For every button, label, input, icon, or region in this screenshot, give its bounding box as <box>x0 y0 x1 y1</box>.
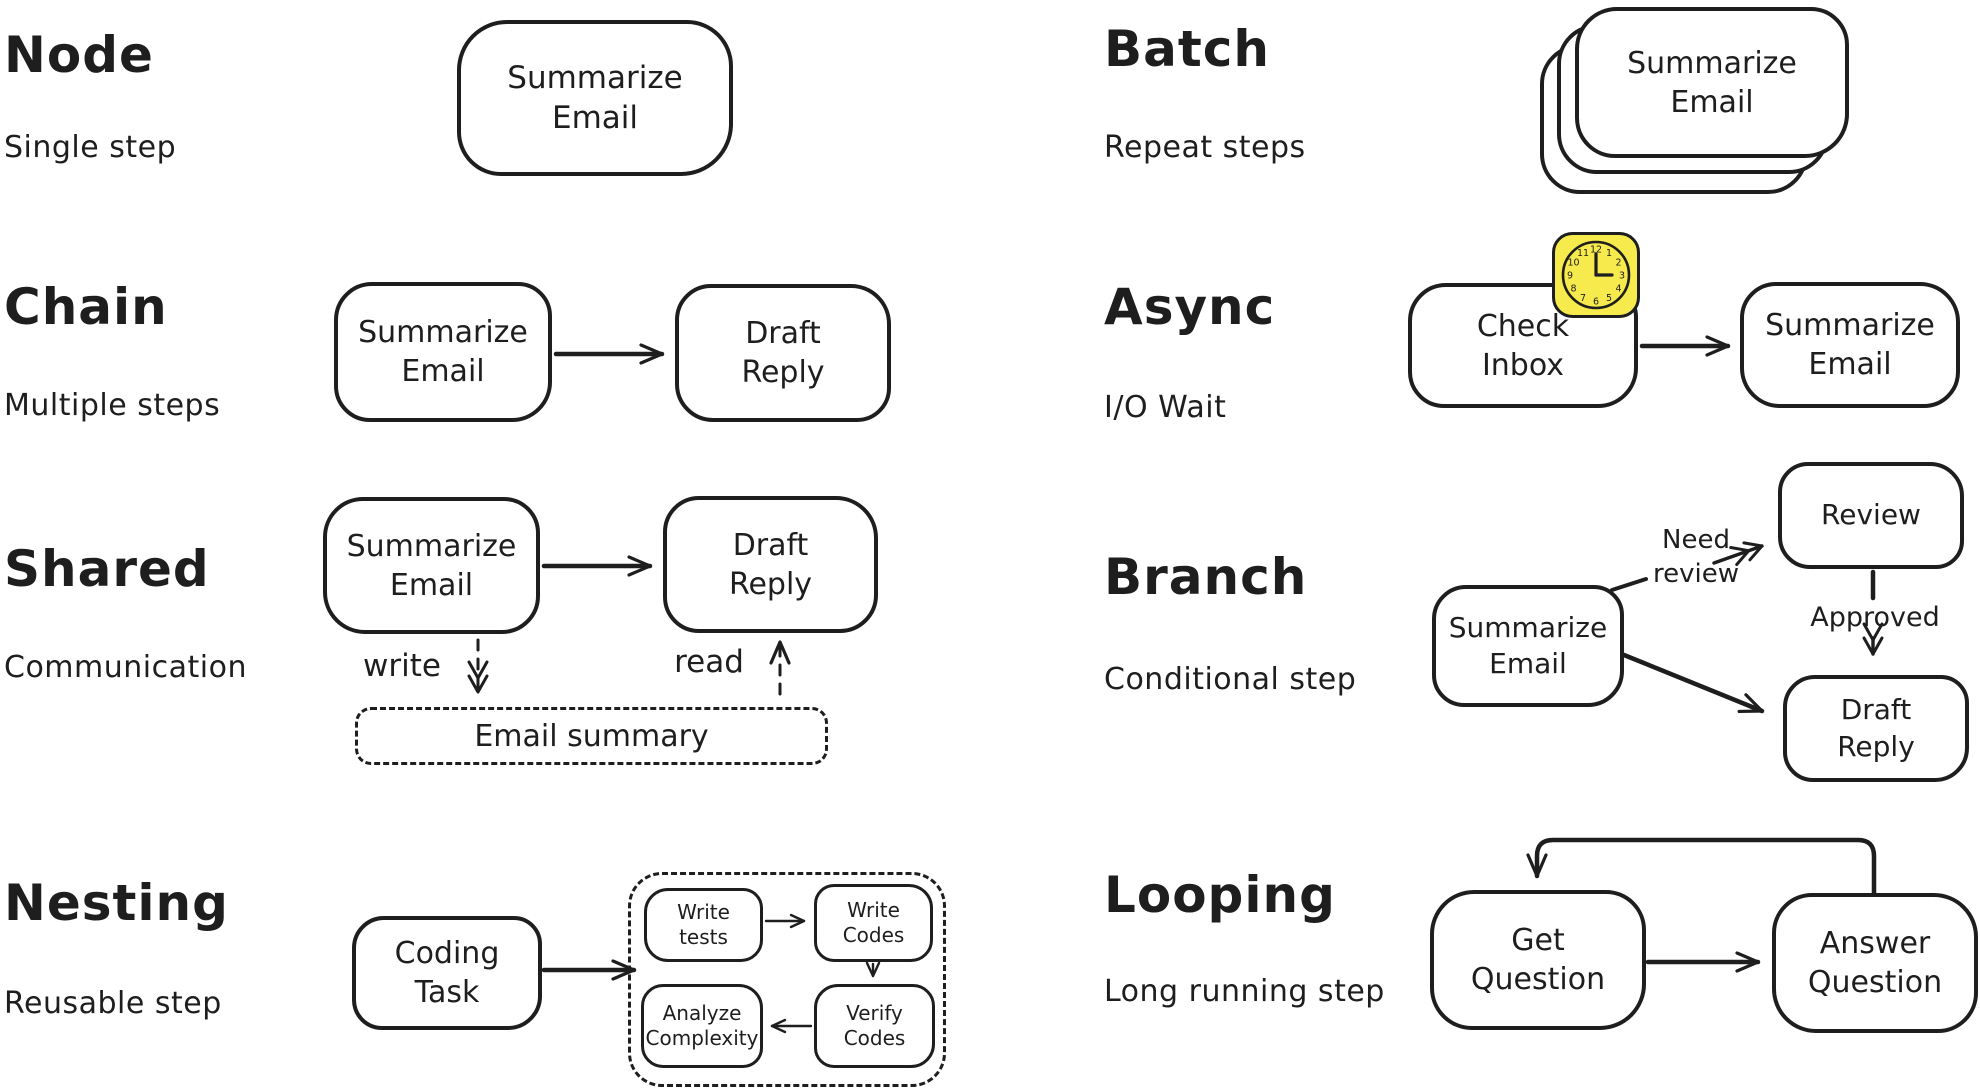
svg-text:12: 12 <box>1590 245 1602 256</box>
svg-text:7: 7 <box>1580 293 1586 304</box>
clock-numbers: 12 1 2 3 4 5 6 7 8 9 10 11 <box>1567 245 1625 308</box>
svg-text:1: 1 <box>1606 248 1612 259</box>
node-subtitle: Single step <box>4 130 177 165</box>
svg-text:10: 10 <box>1567 258 1579 269</box>
looping-subtitle: Long running step <box>1104 974 1385 1009</box>
looping-back-arrow <box>1526 837 1877 896</box>
svg-text:6: 6 <box>1593 297 1599 308</box>
node-box-summarize-email: Summarize Email <box>457 20 733 176</box>
batch-title: Batch <box>1104 20 1270 78</box>
shared-read-label: read <box>674 644 744 680</box>
svg-text:4: 4 <box>1615 284 1621 295</box>
branch-box-draft-reply: Draft Reply <box>1783 675 1969 782</box>
svg-text:8: 8 <box>1570 284 1576 295</box>
async-title: Async <box>1104 278 1276 336</box>
batch-subtitle: Repeat steps <box>1104 130 1306 165</box>
batch-card-front-summarize-email: Summarize Email <box>1575 7 1849 158</box>
looping-box-answer-question: Answer Question <box>1772 893 1978 1033</box>
svg-text:9: 9 <box>1567 271 1573 282</box>
chain-box-draft-reply: Draft Reply <box>675 284 891 422</box>
shared-box-draft-reply: Draft Reply <box>663 496 878 633</box>
branch-need-review-label: Need review <box>1653 525 1739 589</box>
nesting-box-coding-task: Coding Task <box>352 916 542 1030</box>
looping-title: Looping <box>1104 866 1336 924</box>
shared-store-email-summary: Email summary <box>355 707 828 765</box>
async-box-summarize-email: Summarize Email <box>1740 282 1960 408</box>
looping-box-get-question: Get Question <box>1430 890 1646 1030</box>
nesting-title: Nesting <box>4 874 229 932</box>
nesting-box-analyze-complexity: Analyze Complexity <box>641 984 763 1068</box>
chain-title: Chain <box>4 278 168 336</box>
branch-approved-label: Approved <box>1810 602 1940 633</box>
shared-subtitle: Communication <box>4 650 247 685</box>
branch-box-summarize-email: Summarize Email <box>1432 585 1624 707</box>
nesting-box-write-tests: Write tests <box>644 888 763 962</box>
svg-text:5: 5 <box>1606 293 1612 304</box>
chain-subtitle: Multiple steps <box>4 388 221 423</box>
shared-title: Shared <box>4 540 210 598</box>
branch-direct-arrow <box>1621 652 1765 714</box>
shared-write-label: write <box>363 648 441 684</box>
branch-box-review: Review <box>1778 462 1964 569</box>
chain-box-summarize-email: Summarize Email <box>334 282 552 422</box>
nesting-box-write-codes: Write Codes <box>814 884 933 962</box>
nesting-box-verify-codes: Verify Codes <box>814 984 935 1068</box>
branch-title: Branch <box>1104 548 1308 606</box>
clock-icon: 12 1 2 3 4 5 6 7 8 9 10 11 <box>1552 232 1640 318</box>
svg-text:3: 3 <box>1619 271 1625 282</box>
svg-text:11: 11 <box>1577 248 1589 259</box>
async-subtitle: I/O Wait <box>1104 390 1227 425</box>
nesting-subtitle: Reusable step <box>4 986 222 1021</box>
branch-subtitle: Conditional step <box>1104 662 1357 697</box>
shared-box-summarize-email: Summarize Email <box>323 497 540 634</box>
node-title: Node <box>4 26 154 84</box>
svg-text:2: 2 <box>1615 258 1621 269</box>
